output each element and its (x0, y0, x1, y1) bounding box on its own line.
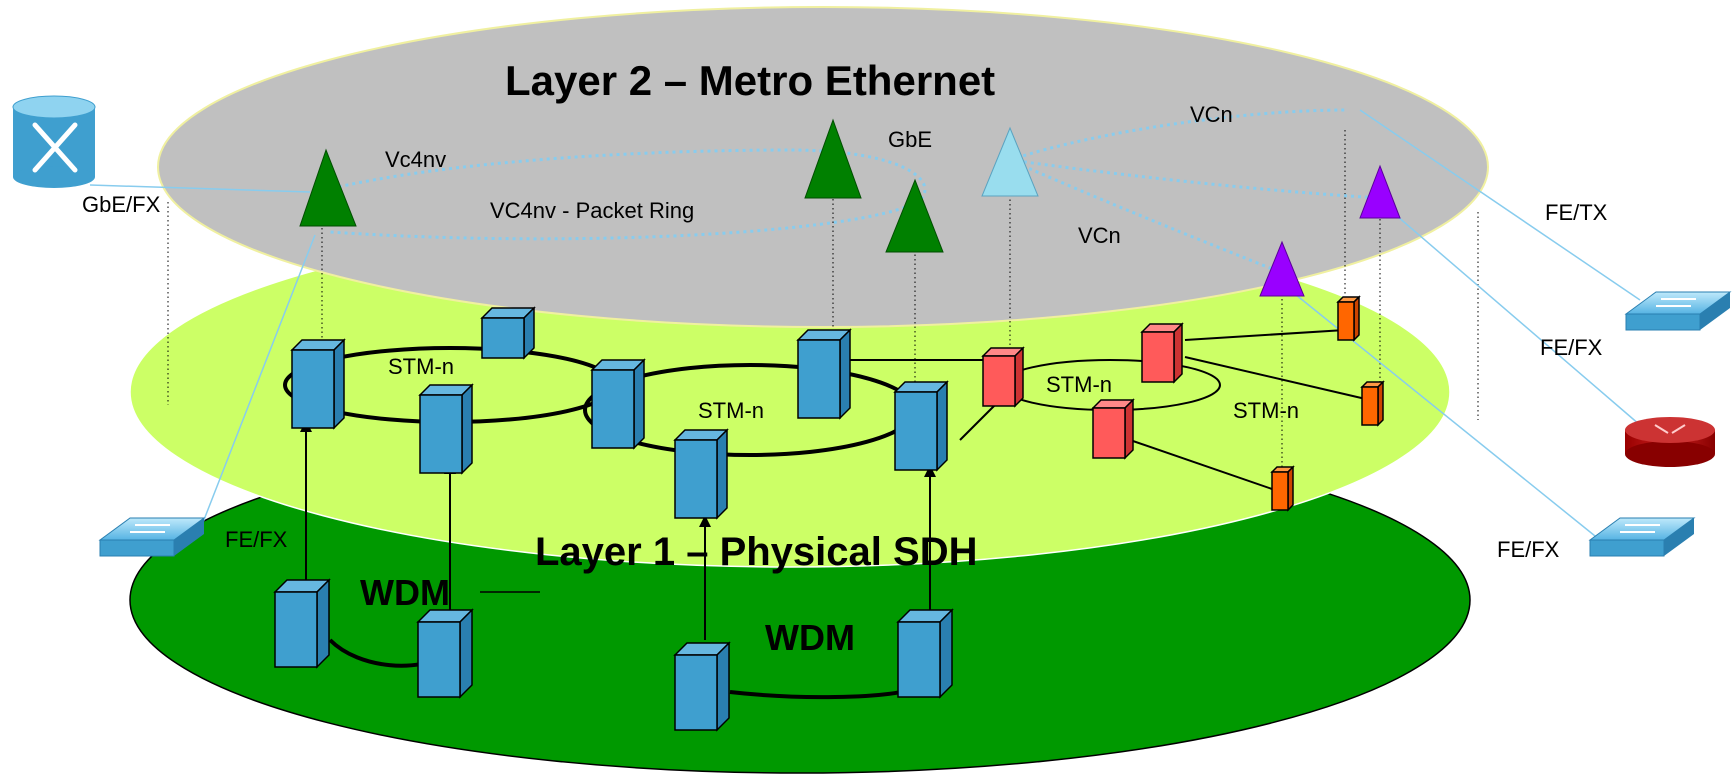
layer1-title: Layer 1 – Physical SDH (535, 530, 977, 574)
green-triangle-icon (804, 118, 862, 199)
vc4nv-packet-ring (324, 148, 927, 241)
adm-node (1140, 322, 1184, 384)
ethernet-switch-triangles (299, 118, 1401, 297)
sdh-node (673, 428, 729, 520)
wdm-node (896, 608, 954, 699)
gbe-fx-label: GbE/FX (82, 192, 161, 217)
sdh-node (418, 383, 474, 475)
sdh-node (290, 338, 346, 430)
sdh-node (480, 306, 536, 360)
tributary-node (1270, 465, 1295, 512)
fe-fx-label-right-mid: FE/FX (1540, 335, 1603, 360)
green-triangle-icon (885, 178, 944, 253)
atm-switch-icon (12, 95, 96, 188)
wdm-nodes (273, 578, 954, 732)
ethernet-switch-icon-right-bottom (1588, 517, 1696, 557)
adm-node (1091, 398, 1135, 460)
fe-fx-label-right-bottom: FE/FX (1497, 537, 1560, 562)
tributary-node (1360, 380, 1385, 427)
vc4nv-label: Vc4nv (385, 147, 446, 172)
packet-ring-label: VC4nv - Packet Ring (490, 198, 694, 223)
router-icon (1625, 417, 1715, 467)
sdh-nodes (290, 306, 949, 520)
sdh-node (590, 358, 646, 450)
wdm-to-sdh-arrows (300, 420, 936, 640)
layer2-title: Layer 2 – Metro Ethernet (505, 57, 995, 104)
sdh-node (796, 328, 852, 420)
wdm-label-right: WDM (765, 617, 855, 658)
wdm-node (416, 608, 474, 699)
green-triangle-icon (299, 148, 357, 227)
adm-node (981, 346, 1025, 408)
gbe-label: GbE (888, 127, 932, 152)
wdm-node (273, 578, 331, 669)
vcn-label-mid: VCn (1078, 223, 1121, 248)
tributary-node (1336, 295, 1361, 342)
ethernet-switch-icon-right-top (1624, 291, 1732, 331)
adm-nodes (981, 295, 1385, 512)
wdm-ring-right (729, 688, 911, 700)
fe-fx-label-left: FE/FX (225, 527, 288, 552)
drop-lines (167, 130, 1479, 490)
wdm-node (673, 641, 731, 732)
stm-label-left: STM-n (388, 354, 454, 379)
fe-tx-label: FE/TX (1545, 200, 1608, 225)
sdh-node (893, 380, 949, 472)
stm-label-center: STM-n (698, 398, 764, 423)
virtual-rings (324, 108, 1381, 274)
purple-triangle-icon (1259, 240, 1305, 297)
wdm-label-left: WDM (360, 572, 450, 613)
light-triangle-icon (981, 126, 1039, 197)
vcn-path-upper (1009, 108, 1346, 162)
ethernet-switch-icon-left (98, 517, 206, 557)
stm-label-right-outer: STM-n (1233, 398, 1299, 423)
stm-label-right-inner: STM-n (1046, 372, 1112, 397)
purple-triangle-icon (1359, 164, 1401, 219)
vcn-label-top: VCn (1190, 102, 1233, 127)
